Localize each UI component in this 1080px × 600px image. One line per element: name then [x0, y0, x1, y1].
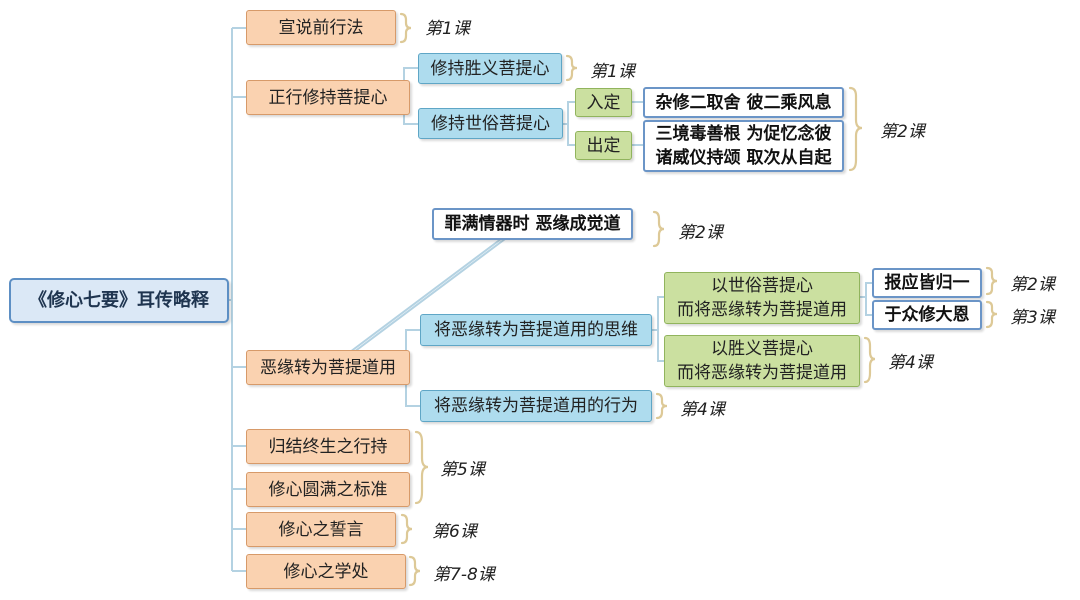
node-ultimate-transform-line2: 而将恶缘转为菩提道用	[677, 363, 847, 383]
lesson-label-ultimate: 第1课	[590, 62, 635, 82]
branch-measure-of-training[interactable]: 修心圆满之标准	[246, 472, 410, 507]
brace-l6	[985, 300, 998, 329]
brace-l11	[408, 555, 421, 587]
lesson-label-precepts: 第7-8课	[433, 565, 495, 585]
branch-lifelong-practice[interactable]: 归结终生之行持	[246, 429, 410, 464]
brace-l4	[652, 210, 665, 248]
root-node[interactable]: 《修心七要》耳传略释	[9, 278, 229, 323]
lesson-label-preliminaries: 第1课	[425, 19, 470, 39]
branch-commitments[interactable]: 修心之誓言	[246, 512, 396, 547]
verse-post-meditation[interactable]: 三境毒善根 为促忆念彼 诸威仪持颂 取次从自起	[643, 120, 844, 172]
verse-great-kindness[interactable]: 于众修大恩	[872, 300, 982, 330]
link-thinking-children	[652, 296, 664, 362]
lesson-label-commitments: 第6课	[432, 522, 477, 542]
lesson-label-relative: 第2课	[880, 122, 925, 142]
node-post-meditation[interactable]: 出定	[575, 131, 632, 160]
node-relative-transform-line2: 而将恶缘转为菩提道用	[677, 300, 847, 320]
link-b3-verse-top	[349, 235, 510, 353]
node-adversity-thinking[interactable]: 将恶缘转为菩提道用的思维	[420, 314, 652, 346]
brace-l9	[414, 430, 429, 505]
lesson-label-ultimate-transform: 第4课	[888, 353, 933, 373]
node-adversity-action[interactable]: 将恶缘转为菩提道用的行为	[420, 390, 652, 422]
branch-precepts[interactable]: 修心之学处	[246, 554, 406, 589]
brace-l7	[863, 336, 876, 384]
node-relative-transform[interactable]: 以世俗菩提心 而将恶缘转为菩提道用	[664, 272, 860, 324]
node-relative-bodhicitta[interactable]: 修持世俗菩提心	[418, 108, 563, 139]
brace-l5	[985, 266, 998, 296]
verse-adversity-path[interactable]: 罪满情器时 恶缘成觉道	[432, 208, 633, 240]
lesson-label-lifelong: 第5课	[440, 460, 485, 480]
lesson-label-verse-top: 第2课	[678, 223, 723, 243]
lesson-label-action: 第4课	[680, 400, 725, 420]
brace-l2	[565, 54, 578, 82]
node-ultimate-bodhicitta[interactable]: 修持胜义菩提心	[418, 53, 562, 84]
node-relative-transform-line1: 以世俗菩提心	[711, 276, 813, 296]
verse-post-meditation-line1: 三境毒善根 为促忆念彼	[655, 124, 832, 144]
verse-meditation[interactable]: 杂修二取舍 彼二乘风息	[643, 87, 844, 118]
branch-adversity-to-path[interactable]: 恶缘转为菩提道用	[246, 350, 410, 385]
brace-l8	[655, 392, 668, 420]
verse-post-meditation-line2: 诸威仪持颂 取次从自起	[655, 148, 832, 168]
brace-l10	[400, 513, 413, 545]
brace-l3	[848, 86, 863, 172]
node-ultimate-transform[interactable]: 以胜义菩提心 而将恶缘转为菩提道用	[664, 335, 860, 387]
lesson-label-blame-one: 第2课	[1010, 275, 1055, 295]
branch-preliminaries[interactable]: 宣说前行法	[246, 10, 396, 45]
node-meditation-session[interactable]: 入定	[575, 88, 632, 117]
branch-main-practice[interactable]: 正行修持菩提心	[246, 80, 410, 115]
link-relative-verses	[860, 282, 872, 316]
link-relative-children	[563, 101, 575, 146]
verse-blame-one[interactable]: 报应皆归一	[872, 268, 982, 298]
brace-l1	[399, 12, 412, 44]
lesson-label-great-kindness: 第3课	[1010, 308, 1055, 328]
node-ultimate-transform-line1: 以胜义菩提心	[711, 339, 813, 359]
